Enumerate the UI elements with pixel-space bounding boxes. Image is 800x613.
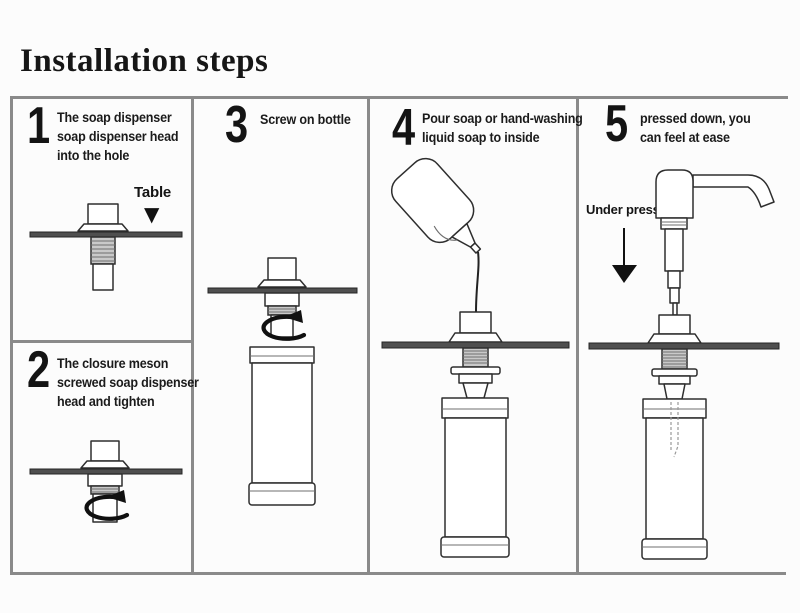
step-text-line: into the hole: [57, 148, 130, 163]
panel-divider-2: [367, 96, 370, 575]
bottle-base-band: [642, 539, 707, 559]
step-4-number: 4: [392, 99, 416, 157]
bottle-body: [646, 418, 703, 539]
step-5-panel: 5 pressed down, you can feel at ease Und…: [576, 98, 788, 573]
closure-collar: [265, 293, 299, 306]
table-surface: [382, 342, 569, 348]
step-4-panel: 4 Pour soap or hand-washing liquid soap …: [368, 98, 583, 573]
step-2-diagram: [25, 437, 190, 549]
panel-divider-1: [191, 96, 194, 575]
dispenser-flange: [81, 461, 129, 468]
step-2-number: 2: [27, 341, 51, 399]
bottle: [642, 399, 707, 559]
dispenser-head-cap: [91, 441, 119, 461]
bottle-neck: [659, 376, 690, 384]
frame-left-line: [10, 96, 13, 575]
thread-section: [91, 486, 119, 494]
table-surface: [589, 343, 779, 349]
dispenser-flange: [258, 280, 306, 287]
step-text-line: The closure meson: [57, 356, 169, 371]
bottle-body: [445, 418, 506, 537]
step-3-text: Screw on bottle: [260, 110, 351, 129]
dispenser-head-cap: [268, 258, 296, 280]
step-2-panel: 2 The closure meson screwed soap dispens…: [10, 341, 199, 573]
bottle-shoulder-band: [442, 398, 508, 418]
page-title: Installation steps: [20, 43, 269, 79]
pump-shaft-step: [668, 271, 680, 288]
bottle-base-band: [441, 537, 509, 557]
step-text-line: screwed soap dispenser: [57, 375, 199, 390]
bottle-base-band: [249, 483, 315, 505]
pump-shaft-step: [670, 288, 679, 303]
step-text-line: The soap dispenser: [57, 110, 172, 125]
panel-divider-3: [576, 96, 579, 575]
step-5-text: pressed down, you can feel at ease: [640, 109, 751, 147]
step-4-text: Pour soap or hand-washing liquid soap to…: [422, 109, 583, 147]
pump-rod: [673, 303, 677, 315]
step-3-diagram: [200, 255, 365, 510]
step-text-line: soap dispenser head: [57, 129, 179, 144]
pump-spout: [693, 175, 774, 207]
step-3-panel: 3 Screw on bottle: [192, 98, 368, 573]
frame-top-line: [10, 96, 788, 99]
shaft-tube: [93, 264, 113, 290]
dispenser-flange: [78, 224, 128, 231]
step-5-number: 5: [605, 95, 629, 153]
pump-shaft: [665, 229, 683, 271]
rotate-arrow-icon: [264, 310, 304, 339]
locking-washer: [451, 367, 500, 374]
step-text-line: head and tighten: [57, 394, 155, 409]
bottle-body: [252, 363, 312, 483]
step-text-line: Screw on bottle: [260, 112, 351, 127]
step-text-line: Pour soap or hand-washing: [422, 111, 583, 126]
step-5-diagram: [580, 162, 790, 562]
step-text-line: pressed down, you: [640, 111, 751, 126]
dispenser-flange: [648, 334, 701, 343]
bottle: [249, 347, 315, 505]
locking-washer: [652, 369, 697, 376]
neck-taper: [664, 384, 685, 399]
step-text-line: can feel at ease: [640, 130, 730, 145]
bottle-shoulder-band: [250, 347, 314, 363]
pump-head: [656, 170, 693, 218]
step-1-number: 1: [27, 97, 51, 155]
step-text-line: liquid soap to inside: [422, 130, 540, 145]
step-1-panel: 1 The soap dispenser soap dispenser head…: [10, 98, 192, 340]
frame-bottom-line: [10, 572, 786, 575]
step-2-text: The closure meson screwed soap dispenser…: [57, 354, 199, 411]
press-down-arrow-icon: [612, 228, 637, 283]
thread-section: [268, 306, 296, 315]
dispenser-flange: [449, 333, 502, 342]
bottle: [441, 398, 509, 557]
dip-tube: [671, 402, 678, 457]
soap-refill-bottle: [385, 152, 499, 270]
rotate-arrow-icon: [87, 490, 127, 519]
soap-stream: [476, 252, 479, 312]
step1-step2-divider: [10, 340, 194, 343]
neck-taper: [463, 383, 488, 398]
table-label: Table: [134, 184, 172, 201]
closure-collar: [88, 474, 122, 486]
step-1-diagram: [25, 198, 190, 331]
dispenser-head-cap: [88, 204, 118, 224]
table-pointer-icon: ▼: [144, 202, 160, 226]
step-1-text: The soap dispenser soap dispenser head i…: [57, 108, 179, 165]
step-4-diagram: [375, 155, 575, 560]
dispenser-head-opening: [460, 312, 491, 333]
step-3-number: 3: [225, 96, 249, 154]
pump-collar: [661, 218, 687, 229]
bottle-neck: [459, 374, 492, 383]
dispenser-head-cap: [659, 315, 690, 334]
